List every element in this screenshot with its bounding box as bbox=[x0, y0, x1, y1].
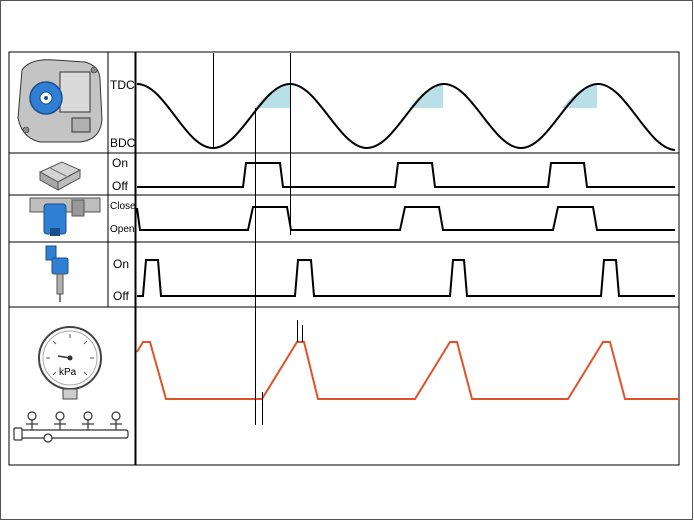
valve-icon bbox=[29, 197, 101, 236]
valve-bottom-label: Open bbox=[110, 224, 135, 235]
piston-top-label: TDC bbox=[110, 78, 135, 92]
piston-position-trace bbox=[136, 82, 676, 151]
signal-trace bbox=[137, 162, 675, 188]
timing-markers bbox=[213, 53, 303, 425]
valve-trace bbox=[136, 206, 675, 231]
piston-bottom-label: BDC bbox=[110, 136, 136, 150]
injector-trace bbox=[137, 259, 675, 297]
injector-top-label: On bbox=[113, 257, 130, 271]
fuel-rail-icon bbox=[13, 411, 129, 443]
pressure-trace bbox=[136, 341, 679, 400]
solenoid-icon bbox=[38, 161, 82, 191]
panel-outline bbox=[8, 51, 680, 466]
injector-bottom-label: Off bbox=[113, 289, 129, 303]
signal-bottom-label: Off bbox=[112, 179, 128, 193]
compression-highlights bbox=[255, 83, 597, 108]
panel-grid bbox=[8, 51, 680, 466]
highlight-3 bbox=[562, 83, 597, 108]
injector-icon bbox=[45, 245, 69, 302]
signal-top-label: On bbox=[112, 156, 129, 170]
pump-icon bbox=[17, 59, 103, 143]
valve-top-label: Close bbox=[110, 201, 136, 212]
pressure-gauge-icon bbox=[38, 326, 102, 400]
rail-ports bbox=[26, 411, 122, 430]
gauge-unit-label: kPa bbox=[59, 367, 77, 378]
